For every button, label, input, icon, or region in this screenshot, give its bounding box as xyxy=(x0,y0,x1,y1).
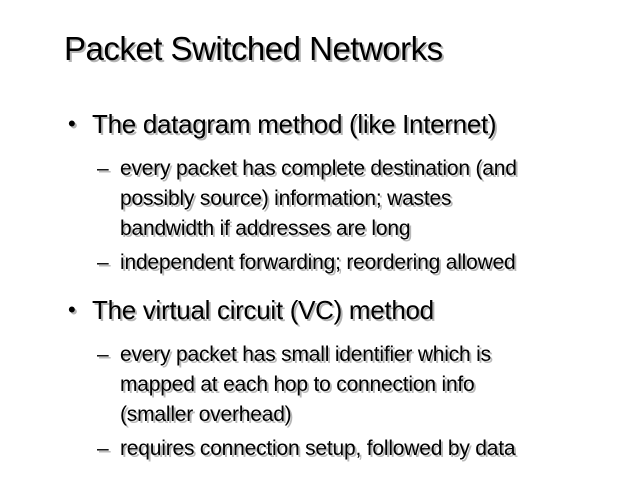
bullet-text: The virtual circuit (VC) method xyxy=(92,295,434,325)
sub-bullet-text: every packet has complete destination (a… xyxy=(120,157,517,240)
bullet-item-virtual-circuit: • The virtual circuit (VC) method xyxy=(68,294,580,326)
dash-marker-icon: – xyxy=(97,343,109,366)
bullet-dot-icon: • xyxy=(68,111,76,136)
dash-marker-icon: – xyxy=(97,157,109,180)
dash-marker-icon: – xyxy=(97,437,109,460)
sub-bullet-item: – independent forwarding; reordering all… xyxy=(97,248,580,278)
dash-marker-icon: – xyxy=(97,251,109,274)
slide-title: Packet Switched Networks xyxy=(64,30,443,67)
sub-bullet-text: independent forwarding; reordering allow… xyxy=(120,251,516,274)
sub-bullet-item: – requires connection setup, followed by… xyxy=(97,434,580,464)
bullet-dot-icon: • xyxy=(68,297,76,322)
bullet-item-datagram: • The datagram method (like Internet) xyxy=(68,108,580,140)
sub-bullet-text: requires connection setup, followed by d… xyxy=(120,437,516,460)
sub-bullet-item: – every packet has complete destination … xyxy=(97,154,580,244)
sub-bullet-text: every packet has small identifier which … xyxy=(120,343,491,426)
bullet-text: The datagram method (like Internet) xyxy=(92,109,497,139)
slide-body: • The datagram method (like Internet) – … xyxy=(68,108,580,468)
sub-bullet-item: – every packet has small identifier whic… xyxy=(97,340,580,430)
